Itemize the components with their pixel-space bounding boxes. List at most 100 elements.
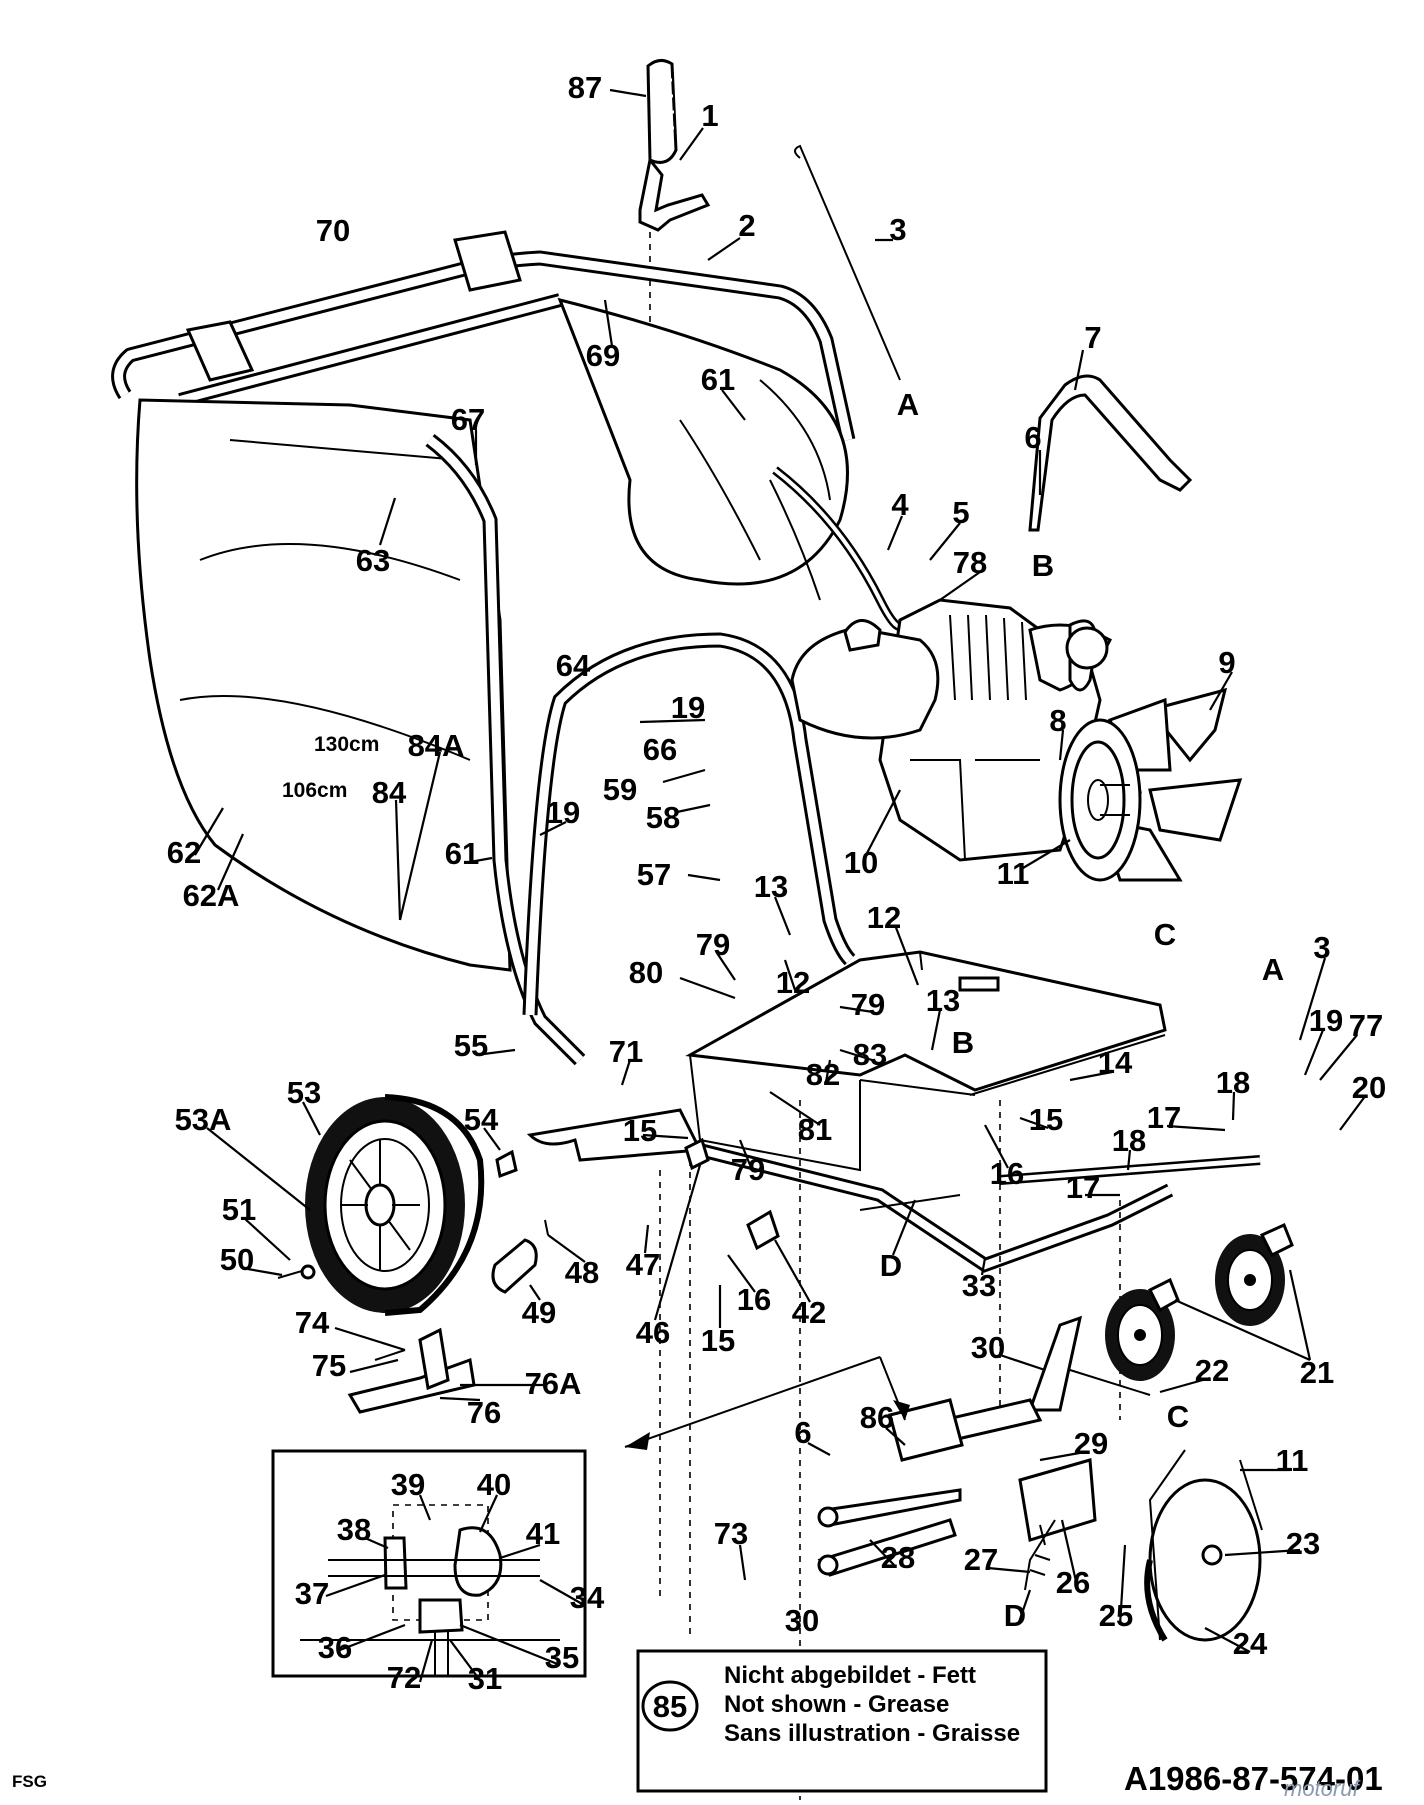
callout-79: 79 (731, 1152, 765, 1187)
callout-66: 66 (643, 732, 677, 767)
callout-61: 61 (701, 362, 735, 397)
callout-77: 77 (1349, 1008, 1383, 1043)
callout-62a: 62A (183, 878, 240, 913)
callout-70: 70 (316, 213, 350, 248)
lower-frame (526, 1100, 1261, 1800)
callout-55: 55 (454, 1028, 488, 1063)
callout-34: 34 (570, 1580, 605, 1615)
callout-40: 40 (477, 1467, 511, 1502)
callout-74: 74 (295, 1305, 330, 1340)
callout-24: 24 (1233, 1626, 1268, 1661)
callout-13: 13 (754, 869, 788, 904)
callout-22: 22 (1195, 1353, 1229, 1388)
callout-64: 64 (556, 648, 591, 683)
callout-69: 69 (586, 338, 620, 373)
callout-75: 75 (312, 1348, 346, 1383)
callout-12: 12 (776, 965, 810, 1000)
callout-11: 11 (1276, 1443, 1309, 1478)
callout-78: 78 (953, 545, 987, 580)
callout-29: 29 (1074, 1426, 1108, 1461)
impeller-fan (1058, 687, 1243, 882)
callout-26: 26 (1056, 1565, 1090, 1600)
connector-label-a: A (897, 387, 919, 422)
callout-81: 81 (798, 1112, 832, 1147)
leader-lines (194, 88, 1367, 1684)
connector-label-b: B (1032, 548, 1054, 583)
callout-5: 5 (952, 495, 969, 530)
connector-label-a: A (1262, 952, 1284, 987)
callout-62: 62 (167, 835, 201, 870)
lever-arrow-head (893, 1400, 910, 1420)
callout-19: 19 (671, 690, 705, 725)
callout-67: 67 (451, 402, 485, 437)
callout-49: 49 (522, 1295, 556, 1330)
callout-1: 1 (701, 98, 718, 133)
callout-3: 3 (1313, 930, 1330, 965)
callout-4: 4 (891, 487, 909, 522)
connector-label-d: D (1004, 1598, 1026, 1633)
watermark-text: motoruf (1284, 1776, 1361, 1800)
callout-79: 79 (851, 987, 885, 1022)
callout-11: 11 (997, 856, 1030, 891)
callout-58: 58 (646, 800, 680, 835)
connector-label-b: B (952, 1025, 974, 1060)
callout-8: 8 (1049, 703, 1066, 738)
grease-note-badge-circle (641, 1680, 699, 1732)
collection-bag (135, 297, 849, 972)
lever-assembly (817, 1315, 1151, 1591)
callout-42: 42 (792, 1295, 826, 1330)
callout-7: 7 (1084, 320, 1101, 355)
callout-84a: 84A (408, 728, 465, 763)
bag-frame (111, 230, 856, 442)
callout-83: 83 (853, 1037, 887, 1072)
engine (790, 598, 1142, 862)
deck-plate (685, 950, 1167, 1172)
callout-39: 39 (391, 1467, 425, 1502)
inset-gearbox-detail (271, 1449, 587, 1678)
bracket-76 (347, 1327, 476, 1414)
callout-72: 72 (387, 1660, 421, 1695)
callout-71: 71 (609, 1034, 643, 1069)
size-label-106cm: 106cm (282, 779, 347, 802)
callout-76a: 76A (525, 1366, 582, 1401)
callout-36: 36 (318, 1630, 352, 1665)
grease-note-frame (636, 1649, 1048, 1793)
caster-wheels (1105, 1222, 1294, 1381)
callout-10: 10 (844, 845, 878, 880)
callout-19: 19 (546, 795, 580, 830)
grease-note-badge: 85 (653, 1689, 687, 1724)
callout-61: 61 (445, 836, 479, 871)
callout-18: 18 (1112, 1123, 1146, 1158)
callout-6: 6 (1024, 420, 1041, 455)
handle-grip (638, 59, 711, 330)
grease-note-line-en: Not shown - Grease (724, 1691, 949, 1718)
callout-6: 6 (794, 1415, 811, 1450)
callout-19: 19 (1309, 1003, 1343, 1038)
document-id: A1986-87-574-01 (1124, 1760, 1383, 1797)
callout-30: 30 (785, 1603, 819, 1638)
callout-79: 79 (696, 927, 730, 962)
callout-84: 84 (372, 775, 407, 810)
connector-label-d: D (880, 1248, 902, 1283)
callout-16: 16 (737, 1282, 771, 1317)
callout-57: 57 (637, 857, 671, 892)
callout-16: 16 (990, 1156, 1024, 1191)
callout-9: 9 (1218, 645, 1235, 680)
callout-17: 17 (1066, 1170, 1100, 1205)
callout-35: 35 (545, 1640, 579, 1675)
callout-33: 33 (962, 1268, 996, 1303)
grease-note-line-de: Nicht abgebildet - Fett (724, 1662, 976, 1689)
callout-46: 46 (636, 1315, 670, 1350)
callout-87: 87 (568, 70, 602, 105)
callout-3: 3 (889, 212, 906, 247)
inset-arrow-head (625, 1432, 650, 1450)
callout-18: 18 (1216, 1065, 1250, 1100)
callout-2: 2 (738, 208, 755, 243)
callout-20: 20 (1352, 1070, 1386, 1105)
footer-code: FSG (12, 1772, 47, 1791)
callout-47: 47 (626, 1247, 660, 1282)
callout-14: 14 (1098, 1045, 1133, 1080)
callout-73: 73 (714, 1516, 748, 1551)
